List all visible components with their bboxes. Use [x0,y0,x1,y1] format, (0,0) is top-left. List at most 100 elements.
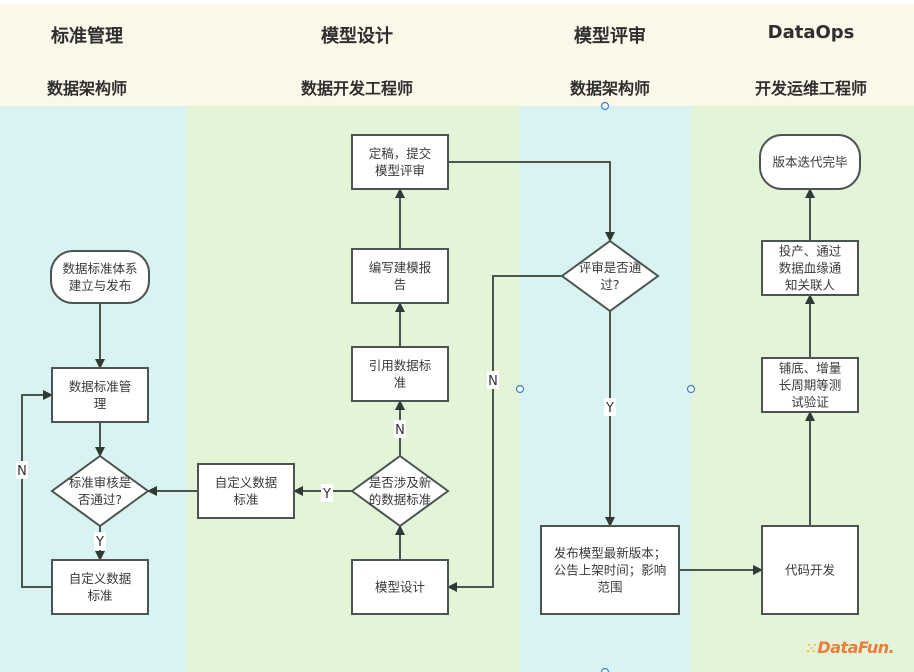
edge-label-std-review-no: N [16,461,28,479]
decision-shape [350,454,450,528]
process-shape [351,346,449,402]
edge-label-bg [487,371,499,389]
node-text-line: 代码开发 [785,563,836,578]
node-text-line: 知关联人 [785,278,836,293]
node-text-line: 铺底、增量 [779,361,842,376]
node-text-line: 长周期等测 [779,378,842,393]
terminal-shape [759,134,861,190]
lane-title-standard-management: 标准管理 [51,26,123,47]
lane-role-dataops: 开发运维工程师 [754,79,867,98]
node-text-line: 模型设计 [375,580,425,595]
edge-review-no-to-design [447,275,562,592]
edge-label-text: Y [605,401,614,416]
edge-label-text: N [17,464,27,479]
node-text-line: 过? [600,277,619,292]
resize-handle-icon[interactable] [600,667,610,672]
edge-label-text: Y [95,535,104,550]
edge-label-review-yes: Y [604,398,616,416]
node-text-line: 是否涉及新 [369,475,432,490]
node-text-line: 试验证 [791,395,829,410]
node-text-line: 标准 [233,492,258,507]
node-text-line: 告 [394,277,407,292]
edge-label-bg [94,532,106,550]
swimlane-header [0,4,914,106]
process-shape [197,463,295,519]
edge-label-text: Y [322,487,331,502]
edge-label-bg [321,484,333,502]
process-shape [51,559,149,615]
resize-handle-icon[interactable] [515,384,525,394]
node-text-line: 建立与发布 [69,278,132,293]
node-text-line: 数据标准体系 [62,261,137,276]
resize-handle-icon[interactable] [600,101,610,111]
edge-label-text: N [488,374,498,389]
edge-submit-to-review [448,161,615,242]
process-shape [351,559,449,615]
node-done[interactable]: 版本迭代完毕 [759,134,861,190]
node-text-line: 的数据标准 [369,492,432,507]
node-text-line: 范围 [597,580,622,595]
lane-title-model-review: 模型评审 [574,26,646,47]
node-text-line: 数据标准管 [69,379,132,394]
lane-role-standard-management: 数据架构师 [46,79,127,98]
lane-title-dataops: DataOps [767,22,855,43]
process-shape [351,134,449,190]
process-shape [540,525,680,615]
node-text-line: 理 [94,396,107,411]
process-shape [761,240,859,296]
lane-role-model-design: 数据开发工程师 [300,79,413,98]
decision-shape [560,239,660,313]
process-shape [761,525,859,615]
edge-label-std-review-yes: Y [94,532,106,550]
node-text-line: 否通过? [78,492,122,507]
node-text-line: 编写建模报 [369,260,432,275]
edge-label-bg [604,398,616,416]
terminal-shape [50,250,150,304]
node-text-line: 标准审核是 [69,475,132,490]
process-shape [351,248,449,304]
node-text-line: 引用数据标 [369,358,432,373]
node-code-dev[interactable]: 代码开发 [761,525,859,615]
node-text-line: 公告上架时间；影响 [554,563,667,578]
edge-label-bg [16,461,28,479]
node-text-line: 投产、通过 [779,244,842,259]
resize-handle-icon[interactable] [686,384,696,394]
node-text-line: 标准 [87,588,112,603]
node-text-line: 评审是否通 [579,260,642,275]
process-shape [51,367,149,423]
node-text-line: 数据血缘通 [779,261,842,276]
node-text-line: 模型评审 [375,163,425,178]
node-text-line: 发布模型最新版本； [554,546,667,561]
node-text-line: 准 [394,375,407,390]
edge-custom-no-loop [21,390,53,588]
node-text-line: 自定义数据 [215,475,278,490]
node-text-line: 定稿，提交 [369,146,432,161]
lane-title-model-design: 模型设计 [321,26,393,47]
datafun-logo: ⁙DataFun. [806,638,895,657]
edge-label-new-std-no: N [394,420,406,438]
logo-dots-icon: ⁙ [806,642,817,657]
edge-label-text: N [395,423,405,438]
process-shape [761,357,859,413]
logo-text: DataFun. [817,638,895,657]
node-model-design[interactable]: 模型设计 [351,559,449,615]
node-text-line: 版本迭代完毕 [772,155,847,170]
lane-role-model-review: 数据架构师 [569,79,650,98]
edge-label-new-std-yes: Y [321,484,333,502]
decision-shape [50,454,150,528]
edge-label-bg [394,420,406,438]
